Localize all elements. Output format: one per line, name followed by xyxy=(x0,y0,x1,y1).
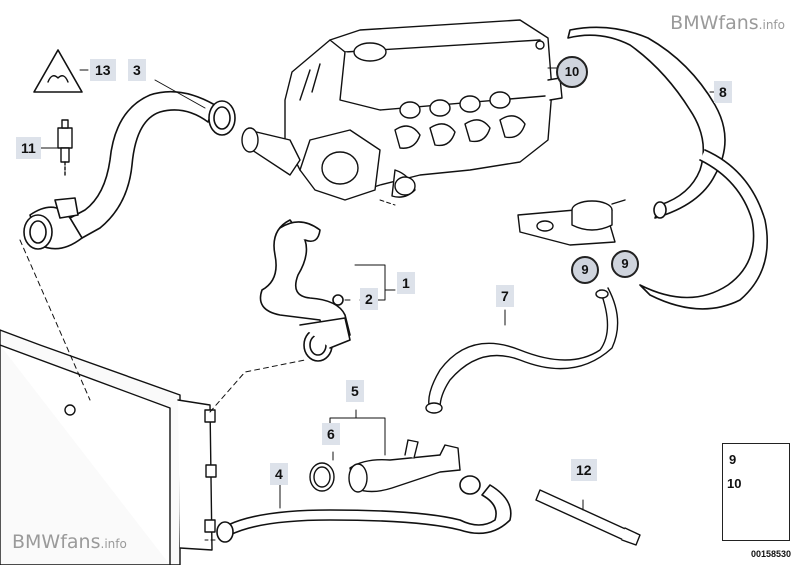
hose-1 xyxy=(259,219,351,362)
temperature-sensor xyxy=(57,119,73,176)
expansion-valve xyxy=(425,199,626,414)
legend-9: 9 xyxy=(729,452,737,467)
callout-3: 3 xyxy=(128,59,146,81)
callout-6: 6 xyxy=(322,423,340,445)
callout-2: 2 xyxy=(360,288,378,310)
radiator xyxy=(0,329,217,565)
callout-9-right: 9 xyxy=(611,250,639,278)
watermark-bottom-suffix: .info xyxy=(100,537,127,551)
callout-13: 13 xyxy=(90,59,116,81)
hose-3 xyxy=(23,90,236,250)
callout-7: 7 xyxy=(496,285,514,307)
watermark-top-suffix: .info xyxy=(758,18,785,32)
watermark-bottom: BMWfans.info xyxy=(12,531,127,553)
diagram-code: 00158530 xyxy=(750,549,791,559)
callout-11: 11 xyxy=(16,137,41,159)
callout-12: 12 xyxy=(571,459,597,481)
thermostat-housing xyxy=(241,127,416,201)
callout-1: 1 xyxy=(397,272,415,294)
cable-tie xyxy=(535,489,641,546)
hose-4 xyxy=(216,475,512,543)
watermark-top-main: BMWfans xyxy=(670,12,759,34)
watermark-top: BMWfans.info xyxy=(670,12,785,34)
callout-9-left: 9 xyxy=(571,256,599,284)
hose-8 xyxy=(567,26,768,310)
callout-10: 10 xyxy=(556,56,588,88)
warning-triangle-icon xyxy=(33,49,83,93)
coolant-pipe xyxy=(309,439,461,493)
watermark-bottom-main: BMWfans xyxy=(12,531,101,553)
legend-10: 10 xyxy=(727,476,742,491)
legend-box: 9 10 xyxy=(722,443,790,541)
callout-8: 8 xyxy=(714,81,732,103)
callout-4: 4 xyxy=(270,463,288,485)
callout-5: 5 xyxy=(346,380,364,402)
